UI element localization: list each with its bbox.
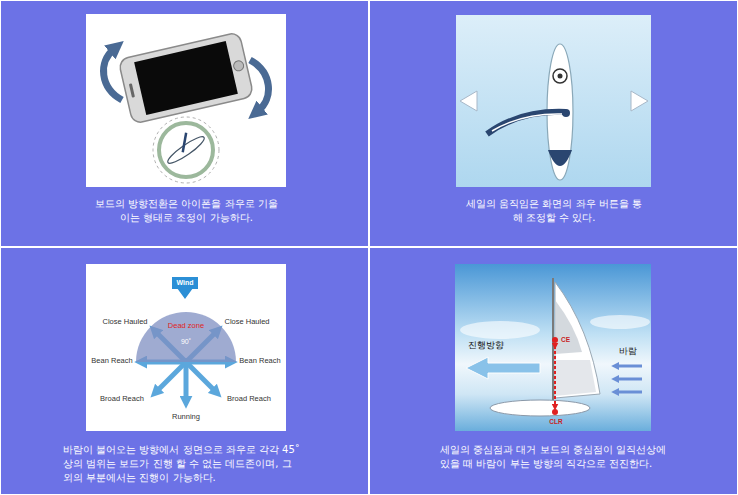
sail-control-panel bbox=[456, 15, 651, 187]
diagram-label: Close Hauled bbox=[102, 318, 147, 326]
diagram-label: 진행방향 bbox=[468, 341, 504, 351]
diagram-label: 바람 bbox=[619, 347, 637, 357]
caption-text: 보드의 방향전환은 아이폰을 좌우로 기울이는 형태로 조정이 가능하다. bbox=[94, 197, 279, 225]
diagram-label: Broad Reach bbox=[227, 395, 271, 403]
sail-balance-panel bbox=[455, 264, 651, 431]
points-of-sail-panel bbox=[86, 264, 286, 431]
phone-panel bbox=[86, 14, 286, 187]
diagram-label: CE bbox=[561, 336, 570, 343]
diagram-label: Bean Reach bbox=[239, 357, 280, 365]
dead-zone-sector: Dead zone 90˚ bbox=[136, 312, 236, 362]
node-outline bbox=[136, 312, 236, 362]
node-text: Dead zone bbox=[168, 322, 204, 330]
diagram-label: Bean Reach bbox=[91, 357, 132, 365]
diagram-label: Broad Reach bbox=[100, 395, 144, 403]
node-shape bbox=[172, 277, 198, 299]
caption-text: 바람이 불어오는 방향에서 정면으로 좌우로 각각 45˚ 상의 범위는 보드가… bbox=[63, 443, 301, 485]
node-shape bbox=[136, 312, 236, 362]
caption-text: 세일의 중심점과 대거 보드의 중심점이 일직선상에 있을 때 바람이 부는 방… bbox=[440, 443, 678, 471]
diagram-label: CLR bbox=[549, 418, 562, 425]
caption-text: 세일의 움직임은 화면의 좌우 버튼을 통해 조정할 수 있다. bbox=[466, 197, 642, 225]
node-text: 90˚ bbox=[181, 338, 191, 346]
node-text: Wind bbox=[176, 279, 193, 287]
diagram-label: Running bbox=[172, 413, 200, 421]
wind-arrow: Wind bbox=[172, 277, 198, 299]
diagram-label: Close Hauled bbox=[224, 318, 269, 326]
